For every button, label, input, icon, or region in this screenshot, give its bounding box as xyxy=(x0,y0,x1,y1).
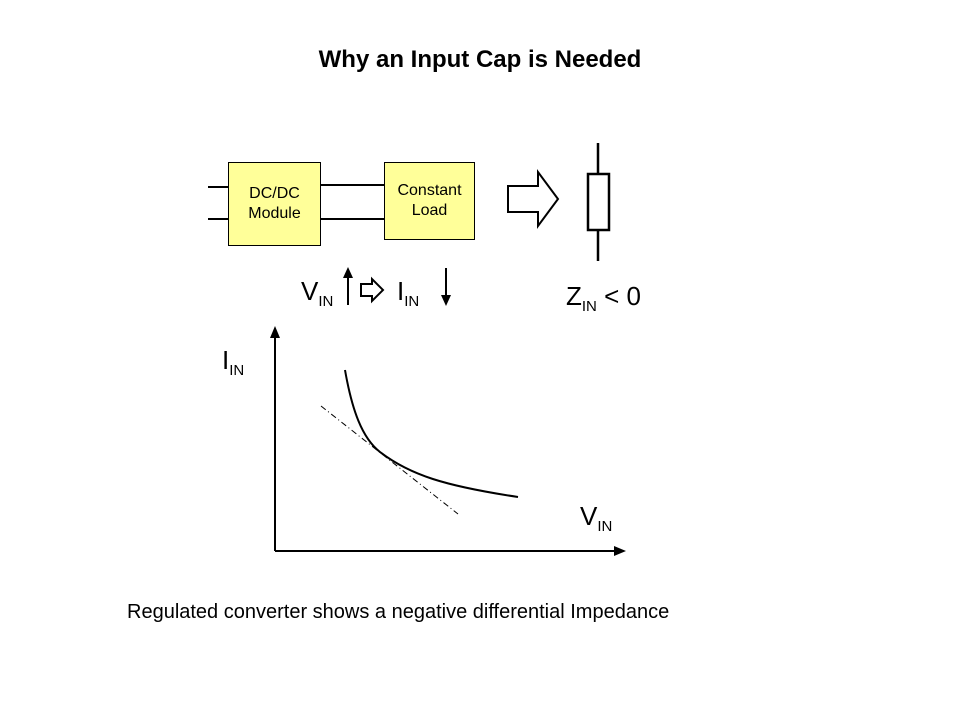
vin-up-arrowhead xyxy=(343,267,353,278)
dcdc-module-box: DC/DC Module xyxy=(228,162,321,246)
load-label-line2: Load xyxy=(411,202,448,219)
resistor-symbol xyxy=(586,172,611,232)
x-axis-label: VIN xyxy=(580,501,613,535)
vin-label: VIN xyxy=(301,276,334,310)
y-axis-label: IIN xyxy=(222,345,245,379)
tangent-line xyxy=(320,405,459,515)
dcdc-label-line1: DC/DC xyxy=(249,185,300,202)
implies-arrow xyxy=(360,276,385,304)
equivalence-arrow xyxy=(507,168,560,230)
caption: Regulated converter shows a negative dif… xyxy=(127,601,670,623)
load-label-line1: Constant xyxy=(397,182,462,199)
dcdc-label-line2: Module xyxy=(248,205,301,222)
iin-label: IIN xyxy=(397,276,420,310)
slide-title: Why an Input Cap is Needed xyxy=(318,46,642,73)
constant-load-box: Constant Load xyxy=(384,162,475,240)
y-axis-arrowhead xyxy=(270,326,280,338)
zin-label: ZIN < 0 xyxy=(566,281,641,315)
iv-curve xyxy=(344,369,519,498)
x-axis-arrowhead xyxy=(614,546,626,556)
iin-down-arrowhead xyxy=(441,295,451,306)
